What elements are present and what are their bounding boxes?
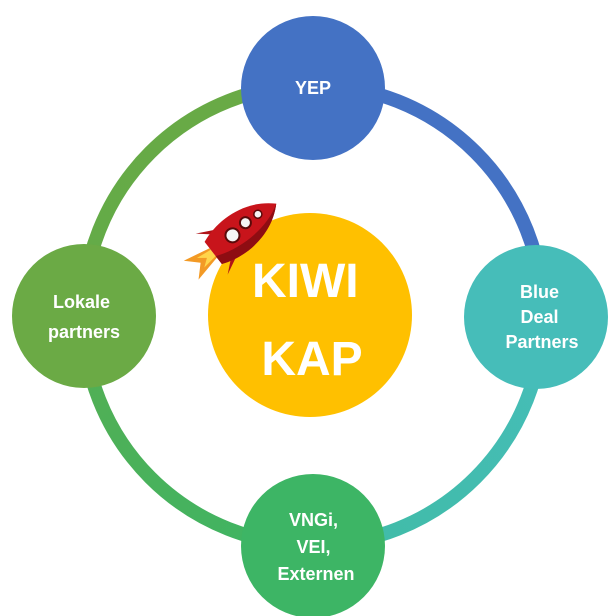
center-node: KIWI KAP — [208, 213, 412, 417]
node-vngi-vei-externen-circle — [241, 474, 385, 616]
node-vngi-vei-externen: VNGi, VEI, Externen — [241, 474, 385, 616]
node-blue-deal-partners-circle — [464, 245, 608, 389]
node-lokale-partners-label: Lokale partners — [48, 292, 120, 342]
center-label: KIWI KAP — [252, 255, 372, 386]
node-blue-deal-partners-label: Blue Deal Partners — [505, 282, 578, 352]
center-label-line-1: KIWI — [252, 255, 359, 308]
node-yep: YEP — [241, 16, 385, 160]
center-circle — [208, 213, 412, 417]
node-lokale-partners-circle — [12, 244, 156, 388]
center-label-line-2: KAP — [261, 333, 362, 386]
node-yep-label: YEP — [295, 78, 331, 98]
node-lokale-partners: Lokale partners — [12, 244, 156, 388]
node-yep-circle — [241, 16, 385, 160]
node-vngi-vei-externen-label: VNGi, VEI, Externen — [277, 510, 354, 584]
node-blue-deal-partners: Blue Deal Partners — [464, 245, 608, 389]
rocket-icon — [183, 203, 277, 280]
